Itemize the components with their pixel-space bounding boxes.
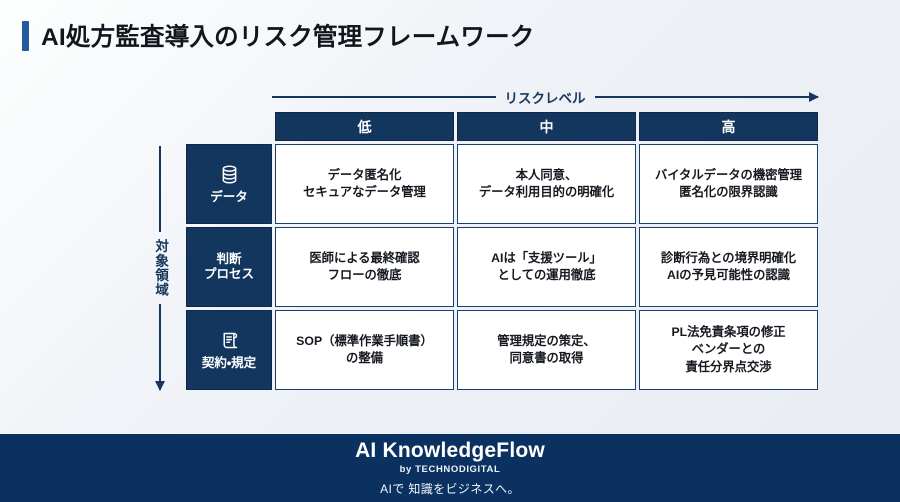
column-header-low: 低	[275, 112, 454, 141]
risk-axis-label: リスクレベル	[504, 91, 586, 106]
title-accent-bar	[22, 20, 29, 51]
risk-level-axis: リスクレベル	[272, 86, 819, 108]
footer-brand-name: AI KnowledgeFlow	[355, 439, 545, 462]
row-header-decision-process: 判断 プロセス	[186, 227, 272, 307]
cell-contract-regulation-medium: 管理規定の策定、 同意書の取得	[457, 310, 636, 390]
page-title: AI処方監査導入のリスク管理フレームワーク	[22, 18, 534, 53]
cell-contract-regulation-low: SOP（標準作業手順書） の整備	[275, 310, 454, 390]
cell-decision-process-low: 医師による最終確認 フローの徹底	[275, 227, 454, 307]
down-arrow-icon	[155, 304, 165, 391]
database-icon	[219, 164, 240, 185]
cell-data-medium: 本人同意、 データ利用目的の明確化	[457, 144, 636, 224]
domain-axis-label: 対象領域	[153, 239, 169, 297]
column-header-high-label: 高	[721, 118, 736, 135]
column-header-low-label: 低	[357, 118, 372, 135]
footer-tagline: AIで 知識をビジネスへ。	[380, 482, 520, 496]
footer-company-name: by TECHNODIGITAL	[399, 464, 501, 475]
cell-decision-process-high: 診断行為との境界明確化 AIの予見可能性の認識	[639, 227, 818, 307]
row-header-data: データ	[186, 144, 272, 224]
row-header-decision-process-label: 判断 プロセス	[203, 252, 254, 281]
title-label: AI処方監査導入のリスク管理フレームワーク	[41, 24, 535, 51]
column-header-high: 高	[639, 112, 818, 141]
footer-bar: AI KnowledgeFlow by TECHNODIGITAL AIで 知識…	[0, 434, 900, 502]
row-header-contract-regulation: 契約・規定	[186, 310, 272, 390]
domain-axis-line-top	[159, 146, 161, 232]
row-header-contract-regulation-label: 契約・規定	[201, 355, 257, 370]
cell-data-high: バイタルデータの機密管理 匿名化の限界認識	[639, 144, 818, 224]
risk-matrix: 低 中 高 データ データ匿名化 セキュアなデータ管理 本人同意、 データ利用目…	[186, 112, 818, 390]
scroll-document-icon	[219, 330, 240, 351]
cell-data-low: データ匿名化 セキュアなデータ管理	[275, 144, 454, 224]
cell-contract-regulation-high: PL法免責条項の修正 ベンダーとの 責任分界点交渉	[639, 310, 818, 390]
row-header-data-label: データ	[210, 189, 248, 204]
matrix-corner	[186, 112, 272, 141]
column-header-medium-label: 中	[539, 118, 554, 135]
cell-decision-process-medium: AIは「支援ツール」 としての運用徹底	[457, 227, 636, 307]
domain-axis: 対象領域	[133, 146, 187, 391]
column-header-medium: 中	[457, 112, 636, 141]
right-arrow-icon	[594, 92, 819, 102]
risk-axis-line-left	[272, 96, 496, 98]
